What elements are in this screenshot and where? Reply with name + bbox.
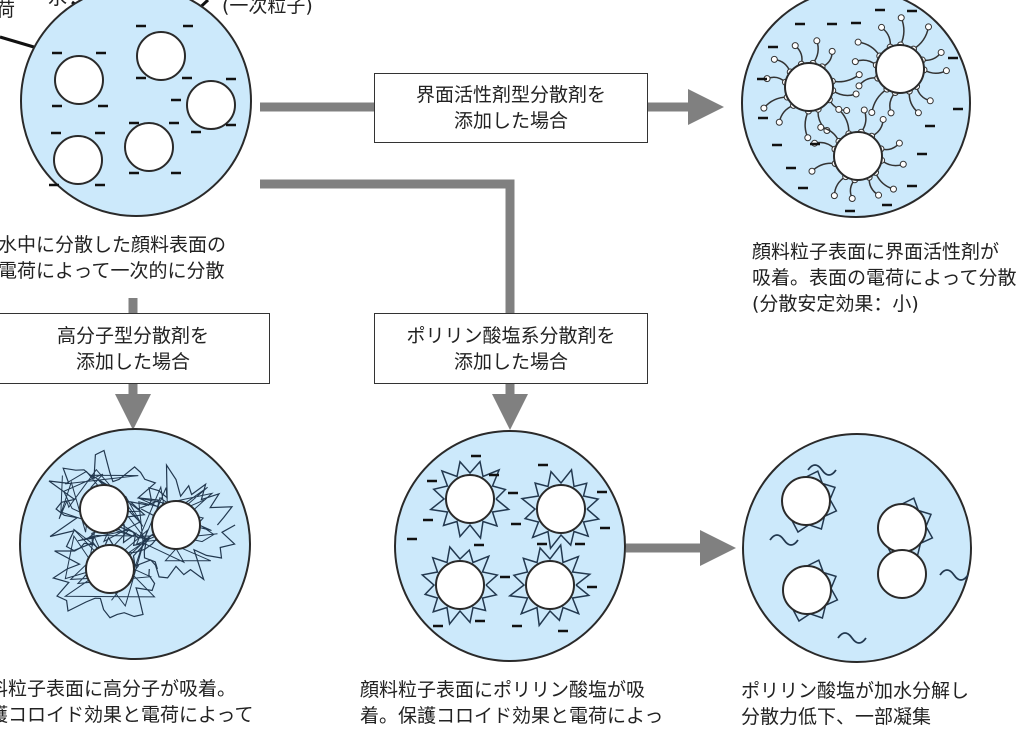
surfactant-caption: 顔料粒子表面に界面活性剤が 吸着。表面の電荷によって分散 (分散安定効果：小) [752, 239, 1016, 317]
hydrolysis-circle [742, 433, 972, 663]
free-polyphosphate-chain [837, 632, 867, 644]
polymer-chain [58, 468, 147, 543]
surfactant-head [843, 107, 851, 115]
hydrolysis-caption-line-1: ポリリン酸塩が加水分解し [741, 680, 970, 702]
polyphosphate-caption: 顔料粒子表面にポリリン酸塩が吸 着。保護コロイド効果と電荷によっ [360, 677, 663, 729]
surfactant-head [875, 191, 883, 199]
polyphosphate-caption-line-1: 顔料粒子表面にポリリン酸塩が吸 [360, 679, 646, 701]
surfactant-caption-line-1: 顔料粒子表面に界面活性剤が [752, 241, 1000, 263]
pigment-particle [525, 560, 575, 610]
connectors [115, 89, 736, 566]
surfactant-head [878, 23, 886, 31]
primary-particle-label: (一次粒子) [222, 0, 313, 17]
surfactant-process-box: 界面活性剤型分散剤を 添加した場合 [374, 73, 648, 143]
pigment-particle [53, 135, 103, 185]
surfactant-head [852, 90, 860, 98]
pigment-particle [877, 503, 927, 553]
polyphosphate-chain [420, 545, 499, 626]
surfactant-head [848, 195, 856, 203]
surfactant-head [860, 106, 868, 114]
residual-chain [791, 470, 838, 534]
pigment-particle [782, 565, 832, 615]
initial-dispersion-circle [20, 0, 252, 217]
polymer-box-line-1: 高分子型分散剤を [56, 324, 209, 347]
surfactant-head [937, 48, 945, 56]
residual-chain [792, 559, 839, 623]
free-polyphosphate-chain [939, 569, 969, 581]
surfactant-head [895, 139, 903, 147]
polymer-box-line-2: 添加した場合 [75, 350, 190, 373]
pigment-particle [536, 484, 586, 534]
surfactant-head [804, 134, 812, 142]
surfactant-head [817, 123, 825, 131]
pigment-particle [875, 44, 925, 94]
surfactant-caption-line-2: 吸着。表面の電荷によって分散 [752, 267, 1017, 289]
charge-label: 荷 [0, 0, 16, 21]
surfactant-head [808, 167, 816, 175]
initial-caption-line-2: 電荷によって一次的に分散 [0, 260, 225, 282]
polyphosphate-chain [428, 459, 511, 540]
polymer-caption-line-2: 保護コロイド効果と電荷によって [0, 704, 254, 726]
polyphosphate-chain [507, 543, 592, 628]
pigment-particle [79, 484, 129, 534]
pigment-particle [877, 549, 927, 599]
polymer-process-box: 高分子型分散剤を 添加した場合 [0, 313, 270, 384]
polyphosphate-box-line-1: ポリリン酸塩系分散剤を [406, 324, 616, 347]
surfactant-box-line-2: 添加した場合 [453, 110, 568, 132]
polyphosphate-circle [394, 430, 626, 662]
hydrolysis-caption-line-2: 分散力低下、一部凝集 [741, 706, 932, 728]
surfactant-head [770, 55, 778, 63]
surfactant-head [887, 109, 895, 117]
surfactant-head [897, 14, 905, 22]
surfactant-head [942, 67, 950, 75]
surfactant-head [855, 82, 863, 90]
surfactant-head [828, 47, 836, 55]
polyphosphate-caption-line-2: 着。保護コロイド効果と電荷によっ [360, 705, 664, 727]
pigment-particle [435, 560, 485, 610]
pigment-particle [784, 62, 834, 112]
hydrolysis-caption: ポリリン酸塩が加水分解し 分散力低下、一部凝集 [741, 678, 969, 730]
surfactant-head [889, 185, 897, 193]
surfactant-head [868, 109, 876, 117]
polymer-caption-line-1: 顔料粒子表面に高分子が吸着。 [0, 678, 237, 700]
surfactant-head [925, 23, 933, 31]
polyphosphate-box-line-2: 添加した場合 [453, 350, 568, 373]
surfactant-head [879, 115, 887, 123]
connector-initial-to-polyphosphate-box [260, 179, 515, 313]
surfactant-head [899, 160, 907, 168]
pigment-particle [85, 544, 135, 594]
surfactant-head [791, 42, 799, 50]
pigment-particle [54, 55, 104, 105]
polymer-caption: 顔料粒子表面に高分子が吸着。 保護コロイド効果と電荷によって [0, 676, 253, 728]
water-label: 水 [48, 0, 67, 10]
surfactant-head [914, 109, 922, 117]
pigment-particle [186, 80, 236, 130]
pigment-particle [124, 122, 174, 172]
surfactant-head [775, 118, 783, 126]
pigment-particle [445, 474, 495, 524]
polyphosphate-process-box: ポリリン酸塩系分散剤を 添加した場合 [374, 313, 648, 384]
surfactant-circle [741, 0, 971, 218]
polymer-circle [19, 428, 251, 660]
surfactant-box-line-1: 界面活性剤型分散剤を [415, 84, 606, 106]
surfactant-head [854, 38, 862, 46]
pigment-particle [136, 31, 186, 81]
surfactant-head [835, 105, 843, 113]
surfactant-head [760, 104, 768, 112]
free-polyphosphate-chain [807, 464, 837, 476]
pigment-particle [151, 500, 201, 550]
free-polyphosphate-chain [769, 534, 799, 546]
pigment-particle [833, 131, 883, 181]
pigment-particle [781, 476, 831, 526]
initial-caption: 水中に分散した顔料表面の 電荷によって一次的に分散 [0, 232, 226, 284]
surfactant-head [855, 71, 863, 79]
surfactant-head [830, 192, 838, 200]
surfactant-head [813, 37, 821, 45]
polyphosphate-chain [520, 467, 601, 551]
initial-caption-line-1: 水中に分散した顔料表面の [0, 234, 227, 256]
surfactant-head [926, 97, 934, 105]
surfactant-caption-line-3: (分散安定効果：小) [752, 293, 919, 315]
surfactant-head [851, 58, 859, 66]
